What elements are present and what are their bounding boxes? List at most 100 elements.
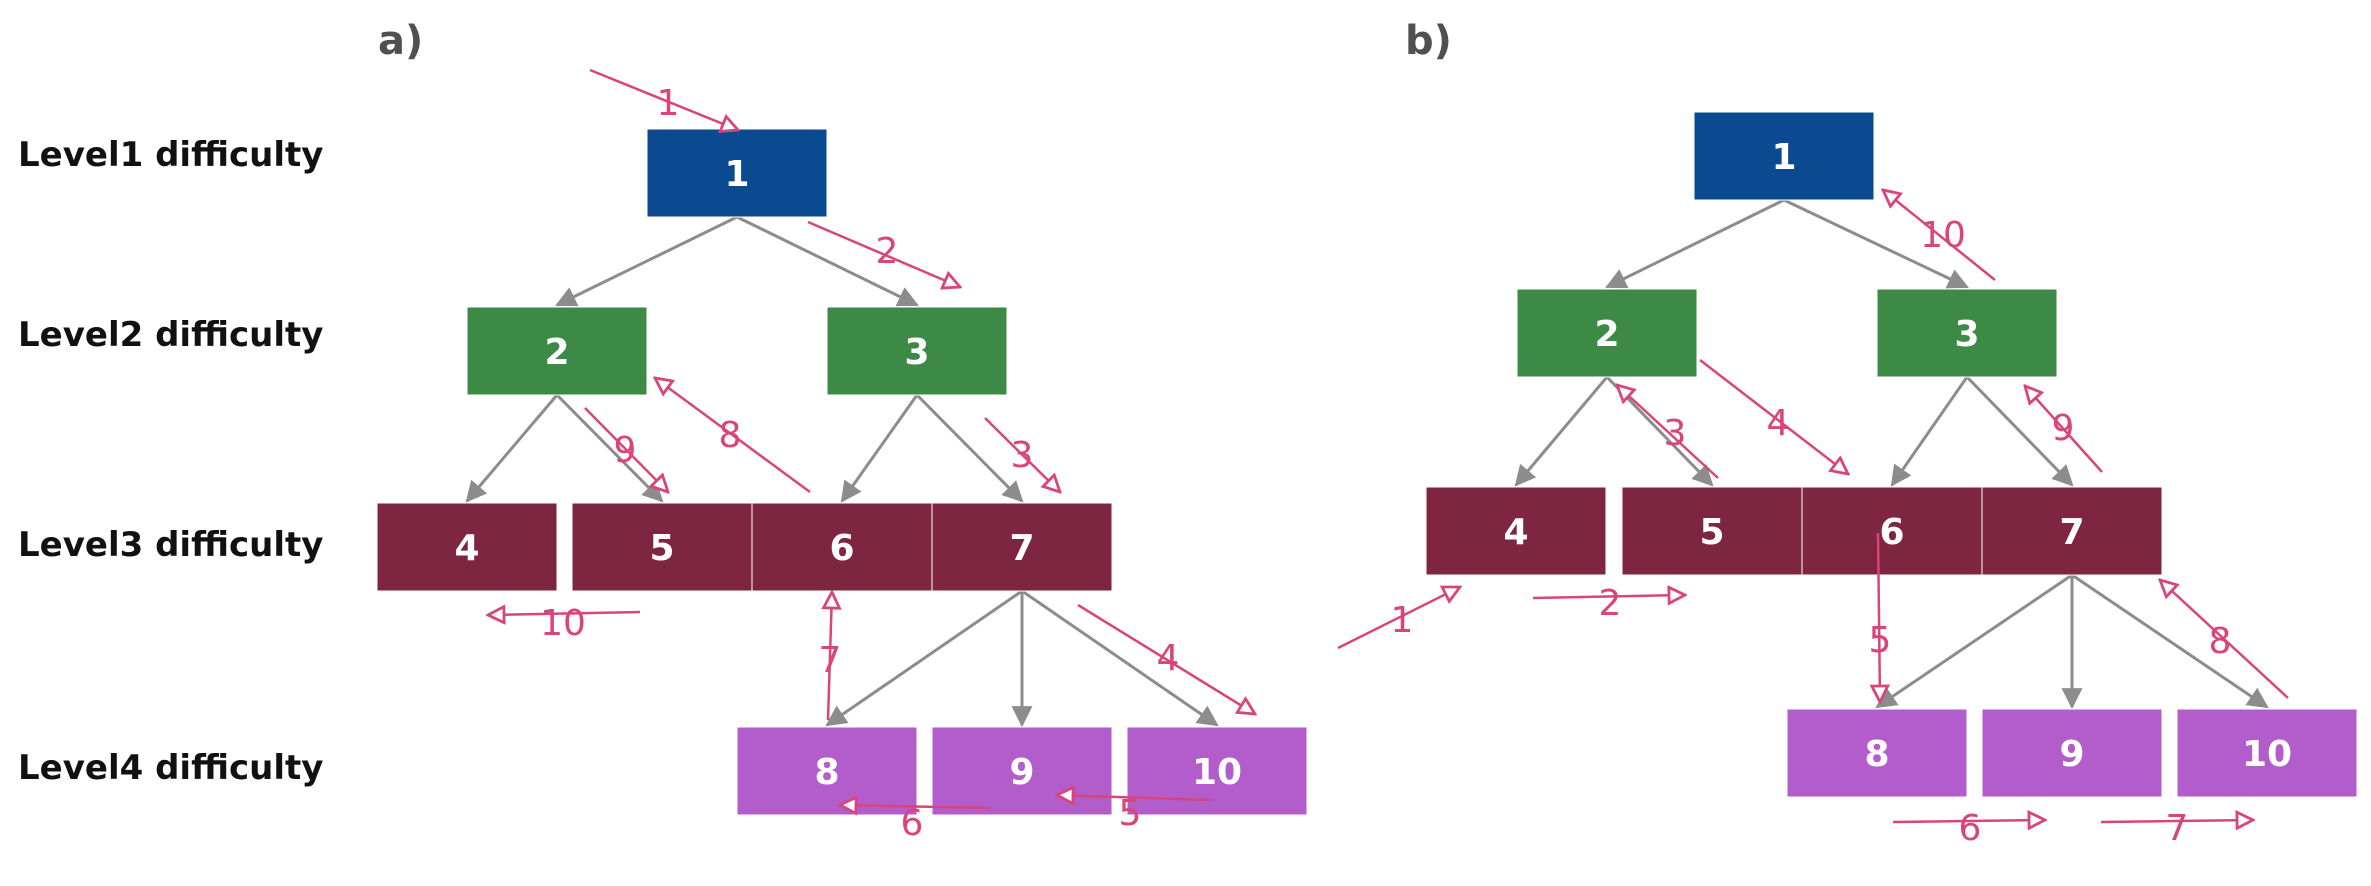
tree-edge-a-7-8: [825, 589, 1023, 727]
node-box: [931, 502, 1113, 592]
node-box: [376, 502, 558, 592]
node-label: 3: [904, 332, 929, 373]
node-a-7: 7: [931, 502, 1113, 592]
node-box: [1126, 726, 1308, 816]
step-a-6: 6: [840, 803, 991, 844]
node-b-5: 5: [1621, 486, 1803, 576]
node-label: 4: [1503, 512, 1528, 553]
node-a-6: 6: [751, 502, 933, 592]
node-box: [826, 306, 1008, 396]
node-label: 3: [1954, 314, 1979, 355]
node-label: 1: [724, 154, 749, 195]
step-b-10: 10: [1883, 190, 1996, 281]
tree-edge-b-1-3: [1783, 198, 1969, 289]
step-b-3: 3: [1617, 385, 1719, 479]
step-arrow: [2025, 386, 2103, 473]
node-label: 7: [2059, 512, 2084, 553]
tree-edge-b-2-4: [1514, 376, 1609, 487]
node-box: [736, 726, 918, 816]
step-number: 4: [1157, 638, 1180, 679]
tree-edge-b-1-2: [1605, 198, 1785, 289]
node-box: [2176, 708, 2358, 798]
tree-edge-b-3-7: [1965, 375, 2074, 487]
step-arrow: [807, 220, 960, 287]
node-box: [931, 726, 1113, 816]
node-label: 10: [2242, 734, 2292, 775]
step-arrow: [589, 68, 738, 130]
node-box: [1425, 486, 1607, 576]
node-box: [1981, 486, 2163, 576]
step-b-1: 1: [1337, 587, 1460, 650]
step-arrow: [2100, 820, 2253, 822]
step-arrow: [984, 417, 1060, 492]
node-b-8: 8: [1786, 708, 1968, 798]
node-box: [1786, 708, 1968, 798]
step-a-10: 10: [488, 603, 641, 644]
step-number: 9: [614, 430, 637, 471]
step-number: 3: [1011, 435, 1034, 476]
node-label: 1: [1771, 137, 1796, 178]
step-arrow: [828, 592, 832, 721]
node-label: 8: [814, 752, 839, 793]
level-label-2: Level2 difficulty: [18, 315, 324, 355]
node-label: 5: [649, 528, 674, 569]
node-box: [751, 502, 933, 592]
node-box: [571, 502, 753, 592]
step-number: 10: [1920, 215, 1966, 256]
step-number: 7: [819, 640, 842, 681]
tree-edge-b-7-10: [2071, 573, 2269, 709]
node-box: [646, 128, 828, 218]
step-number: 1: [657, 83, 680, 124]
node-label: 9: [2059, 734, 2084, 775]
step-a-7: 7: [819, 592, 842, 721]
level-label-4: Level4 difficulty: [18, 748, 324, 788]
node-b-1: 1: [1693, 111, 1875, 201]
step-number: 1: [1391, 600, 1414, 641]
step-arrow: [1892, 820, 2045, 822]
step-arrow: [1337, 587, 1460, 650]
step-arrow: [655, 378, 811, 494]
step-arrow: [840, 805, 991, 808]
step-arrow: [1883, 190, 1996, 281]
node-a-10: 10: [1126, 726, 1308, 816]
step-b-2: 2: [1532, 583, 1685, 624]
step-number: 5: [1119, 793, 1142, 834]
node-b-3: 3: [1876, 288, 2058, 378]
node-a-5: 5: [571, 502, 753, 592]
step-b-4: 4: [1699, 359, 1848, 474]
tree-edge-b-2-5: [1605, 375, 1714, 487]
step-arrow: [2160, 580, 2289, 699]
step-arrow: [1878, 532, 1880, 702]
step-number: 3: [1664, 413, 1687, 454]
tree-edge-a-1-2: [555, 215, 738, 307]
step-b-5: 5: [1869, 532, 1891, 702]
tree-edge-a-1-3: [736, 215, 919, 307]
step-a-8: 8: [655, 378, 811, 494]
step-number: 6: [1959, 808, 1982, 849]
step-b-7: 7: [2100, 808, 2253, 849]
step-a-5: 5: [1057, 793, 1211, 834]
step-b-6: 6: [1892, 808, 2045, 849]
level-label-3: Level3 difficulty: [18, 525, 324, 565]
node-label: 2: [544, 332, 569, 373]
node-box: [1693, 111, 1875, 201]
step-a-4: 4: [1077, 603, 1255, 714]
tree-edge-b-3-6: [1890, 376, 1969, 487]
node-label: 10: [1192, 752, 1242, 793]
node-box: [1876, 288, 2058, 378]
step-number: 9: [2052, 408, 2075, 449]
node-label: 9: [1009, 752, 1034, 793]
node-a-9: 9: [931, 726, 1113, 816]
step-arrow: [1617, 385, 1719, 479]
step-number: 2: [876, 231, 899, 272]
node-label: 6: [1879, 512, 1904, 553]
step-b-9: 9: [2025, 386, 2103, 473]
node-b-6: 6: [1801, 486, 1983, 576]
node-label: 4: [454, 528, 479, 569]
node-box: [466, 306, 648, 396]
step-number: 2: [1599, 583, 1622, 624]
tree-edge-a-3-7: [915, 393, 1024, 503]
panel-label-a: a): [378, 18, 424, 64]
